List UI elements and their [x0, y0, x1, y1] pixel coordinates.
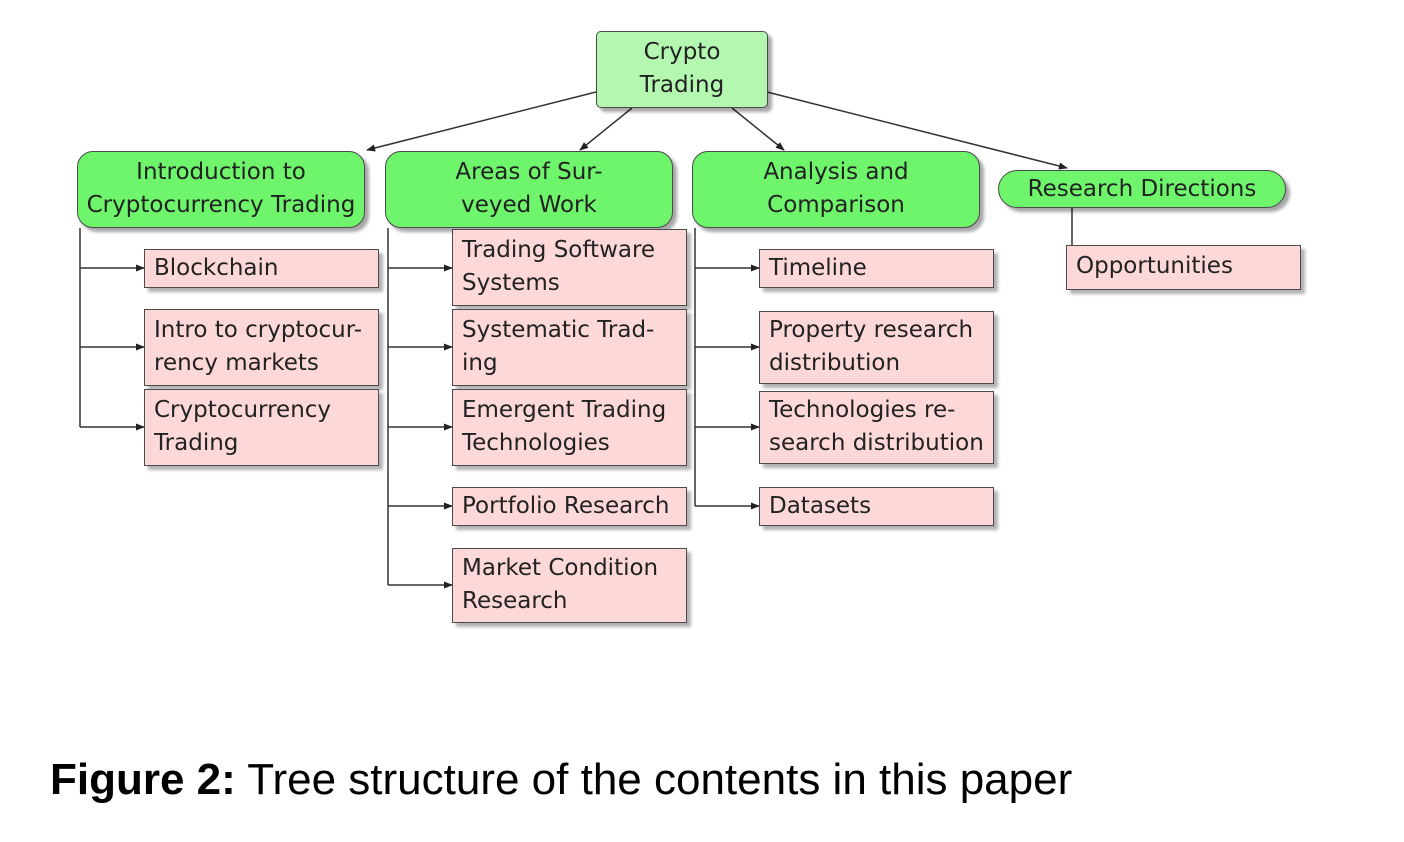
category-label: Cryptocurrency Trading [86, 192, 356, 218]
leaf-label: Research [462, 588, 568, 614]
root-node: Crypto Trading [596, 31, 768, 108]
category-label: veyed Work [461, 192, 597, 218]
leaf-label: Opportunities [1076, 253, 1233, 279]
category-label: Areas of Sur- [455, 159, 603, 185]
edges-areas [387, 228, 453, 589]
leaf-label: Emergent Trading [462, 397, 667, 423]
leaf-emergent-trading: Emergent Trading Technologies [452, 389, 687, 466]
category-label: Introduction to [136, 159, 306, 185]
root-line1: Crypto [643, 39, 721, 65]
leaf-label: Systematic Trad- [462, 317, 655, 343]
leaf-label: rency markets [154, 350, 319, 376]
leaf-datasets: Datasets [759, 487, 994, 526]
figure-label: Figure 2: [50, 755, 236, 804]
leaf-opportunities: Opportunities [1066, 245, 1301, 290]
leaf-property-research: Property research distribution [759, 311, 994, 384]
leaf-portfolio-research: Portfolio Research [452, 487, 687, 526]
leaf-intro-markets: Intro to cryptocur- rency markets [144, 309, 379, 386]
leaf-technologies-research: Technologies re- search distribution [759, 391, 994, 464]
edge-root-areas [579, 107, 633, 151]
leaf-label: distribution [769, 350, 901, 376]
leaf-label: Trading [154, 430, 239, 456]
leaf-label: Timeline [769, 255, 867, 281]
leaf-label: Property research [769, 317, 974, 343]
leaf-label: Cryptocurrency [154, 397, 332, 423]
leaf-label: Trading Software [462, 237, 656, 263]
category-label: Analysis and [763, 159, 909, 185]
category-analysis: Analysis and Comparison [692, 151, 980, 228]
leaf-label: Technologies re- [769, 397, 956, 423]
category-research: Research Directions [998, 170, 1286, 208]
category-label: Comparison [767, 192, 905, 218]
edge-root-intro [366, 91, 597, 152]
figure-caption-text: Tree structure of the contents in this p… [235, 755, 1073, 804]
leaf-systematic-trading: Systematic Trad- ing [452, 309, 687, 386]
figure-caption: Figure 2: Tree structure of the contents… [50, 755, 1072, 805]
edges-analysis [694, 228, 760, 510]
leaf-label: search distribution [769, 430, 984, 456]
leaf-label: ing [462, 350, 498, 376]
category-intro: Introduction to Cryptocurrency Trading [77, 151, 365, 228]
category-areas: Areas of Sur- veyed Work [385, 151, 673, 228]
leaf-label: Intro to cryptocur- [154, 317, 363, 343]
leaf-crypto-trading: Cryptocurrency Trading [144, 389, 379, 466]
leaf-label: Systems [462, 270, 560, 296]
category-label: Research Directions [1027, 176, 1257, 202]
leaf-label: Datasets [769, 493, 872, 519]
edges-intro [79, 228, 145, 431]
edge-root-analysis [731, 107, 785, 151]
leaf-label: Blockchain [154, 255, 279, 281]
root-line2: Trading [639, 72, 725, 98]
leaf-label: Portfolio Research [462, 493, 670, 519]
edge-root-research [766, 91, 1068, 170]
leaf-blockchain: Blockchain [144, 249, 379, 288]
leaf-market-condition: Market Condition Research [452, 548, 687, 623]
leaf-trading-software: Trading Software Systems [452, 229, 687, 306]
leaf-label: Technologies [462, 430, 610, 456]
leaf-timeline: Timeline [759, 249, 994, 288]
leaf-label: Market Condition [462, 555, 659, 581]
